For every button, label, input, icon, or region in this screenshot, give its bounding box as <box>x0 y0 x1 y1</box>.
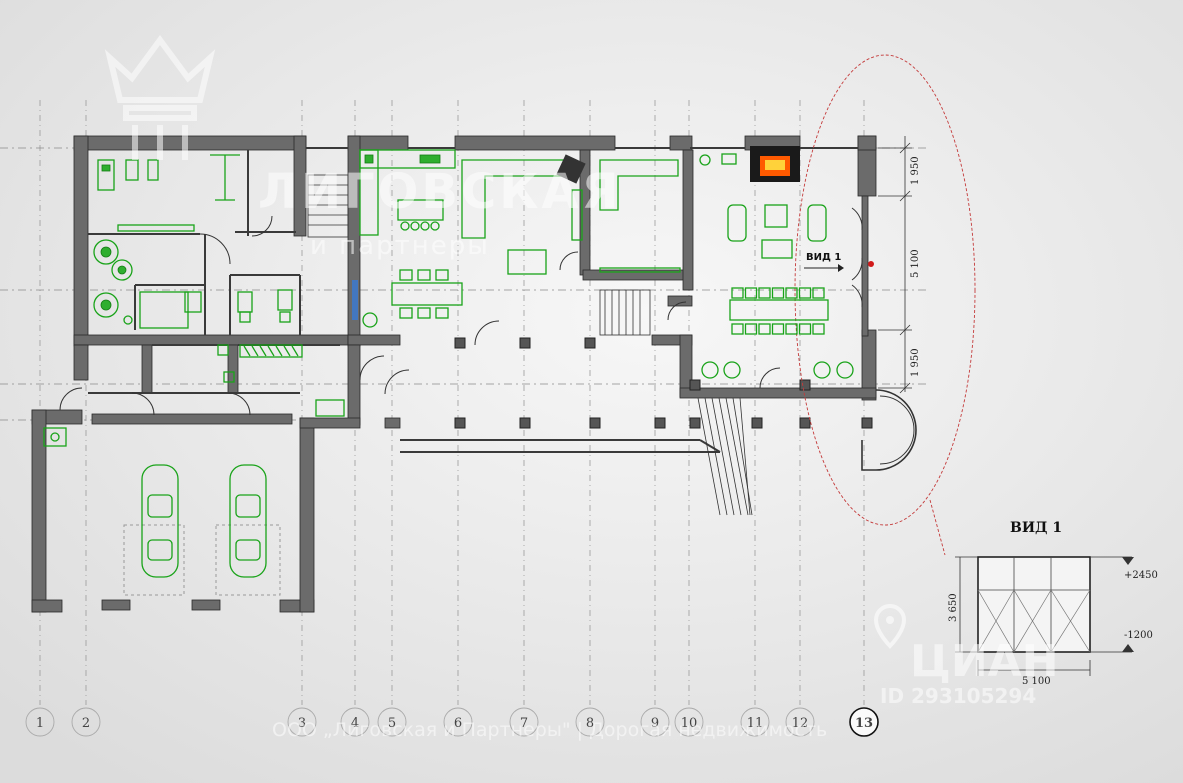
side-dimension-2: 5 100 <box>910 249 921 278</box>
axis-bubble-5 <box>377 707 407 737</box>
terrace-column <box>454 417 466 429</box>
axis-label-13: 13 <box>855 716 873 731</box>
dining-chair <box>758 287 771 299</box>
axis-label-7: 7 <box>520 716 528 731</box>
axis-bubble-13 <box>849 707 879 737</box>
view-detail-title: ВИД 1 <box>1010 520 1062 536</box>
axis-label-10: 10 <box>681 716 698 731</box>
axis-label-1: 1 <box>36 716 44 731</box>
garage <box>43 427 281 596</box>
dining-chair <box>771 287 785 299</box>
axis-label-4: 4 <box>351 716 359 731</box>
dining-table <box>352 269 463 328</box>
view-width-dimension: 5 100 <box>1022 676 1051 687</box>
terrace-column <box>861 417 873 429</box>
car-left <box>141 464 179 578</box>
cian-logo-watermark: ЦИАН <box>910 636 1059 687</box>
axis-label-3: 3 <box>298 716 306 731</box>
axis-label-6: 6 <box>454 716 462 731</box>
bathroom-fixtures <box>237 289 293 323</box>
terrace-column <box>589 417 601 429</box>
dining-chair <box>785 323 798 335</box>
terrace-column <box>519 417 531 429</box>
gym-equipment <box>97 154 240 232</box>
view-marker-label: ВИД 1 <box>806 252 841 263</box>
dining-chair <box>785 287 798 299</box>
view-height-dimension: 3 650 <box>948 593 959 622</box>
fireplace <box>750 146 800 182</box>
dining-chair <box>812 287 825 299</box>
dining-chair <box>744 287 758 299</box>
staircase-living <box>599 289 651 336</box>
axis-bubble-11 <box>740 707 770 737</box>
dining-chair <box>798 287 812 299</box>
terrace-columns <box>454 337 873 429</box>
dining-chair <box>731 323 744 335</box>
axis-bubble-6 <box>443 707 473 737</box>
company-watermark-line-1: ЛИГОВСКАЯ <box>258 164 622 220</box>
axis-bubble-12 <box>785 707 815 737</box>
lounge-chairs <box>93 239 133 325</box>
terrace-column <box>654 417 666 429</box>
view-highlight-ellipse <box>794 54 976 526</box>
living-sofa <box>461 154 586 275</box>
view-marker-dot <box>868 261 874 267</box>
dining-chair <box>812 323 825 335</box>
view-leader-line <box>929 499 946 556</box>
laundry-rack <box>217 344 303 383</box>
door-swings <box>59 207 863 416</box>
car-right <box>229 464 267 578</box>
crown-logo-watermark <box>104 34 216 160</box>
terrace-column <box>689 417 701 429</box>
axis-bubble-7 <box>509 707 539 737</box>
axis-label-2: 2 <box>82 716 90 731</box>
view-arrow <box>804 264 844 272</box>
sauna-bench <box>139 291 202 329</box>
listing-id-watermark: ID 293105294 <box>880 684 1036 708</box>
dining-chair <box>771 323 785 335</box>
axis-bubble-8 <box>575 707 605 737</box>
view-1-detail: ВИД 1 <box>955 520 1134 676</box>
dining-chair <box>758 323 771 335</box>
level-top: +2450 <box>1124 570 1158 581</box>
axis-label-5: 5 <box>388 716 396 731</box>
round-bay <box>861 389 917 471</box>
terrace-column <box>799 379 811 391</box>
axis-bubble-2 <box>71 707 101 737</box>
side-dimension-1: 1 950 <box>910 156 921 185</box>
axis-bubble-4 <box>340 707 370 737</box>
axis-label-12: 12 <box>792 716 809 731</box>
kitchen-counters <box>359 149 456 236</box>
hall-plants <box>701 361 854 379</box>
side-dimension-3: 1 950 <box>910 348 921 377</box>
footer-watermark: ООО „Лиговская и Партнеры" | Дорогая нед… <box>272 719 827 741</box>
axis-label-8: 8 <box>586 716 594 731</box>
terrace-column <box>584 337 596 349</box>
staircase-terrace <box>697 397 753 516</box>
hall-armchairs <box>699 153 827 259</box>
axis-bubble-1 <box>25 707 55 737</box>
terrace-column <box>689 379 701 391</box>
axis-label-9: 9 <box>651 716 659 731</box>
axis-bubble-9 <box>640 707 670 737</box>
level-bottom: -1200 <box>1124 630 1153 641</box>
company-watermark-line-2: и партнеры <box>310 231 490 261</box>
terrace-column <box>799 417 811 429</box>
dining-chair <box>798 323 812 335</box>
axis-bubble-3 <box>287 707 317 737</box>
side-dimension-chain <box>878 136 912 394</box>
axis-label-11: 11 <box>747 716 764 731</box>
terrace-column <box>519 337 531 349</box>
axis-bubble-10 <box>674 707 704 737</box>
long-dining-table <box>729 287 829 335</box>
terrace-column <box>751 417 763 429</box>
dining-chair <box>731 287 744 299</box>
dining-chair <box>744 323 758 335</box>
staircase-upper <box>307 174 349 238</box>
terrace-column <box>454 337 466 349</box>
lounge-sofa <box>599 159 681 273</box>
cian-pin-icon <box>873 604 907 649</box>
